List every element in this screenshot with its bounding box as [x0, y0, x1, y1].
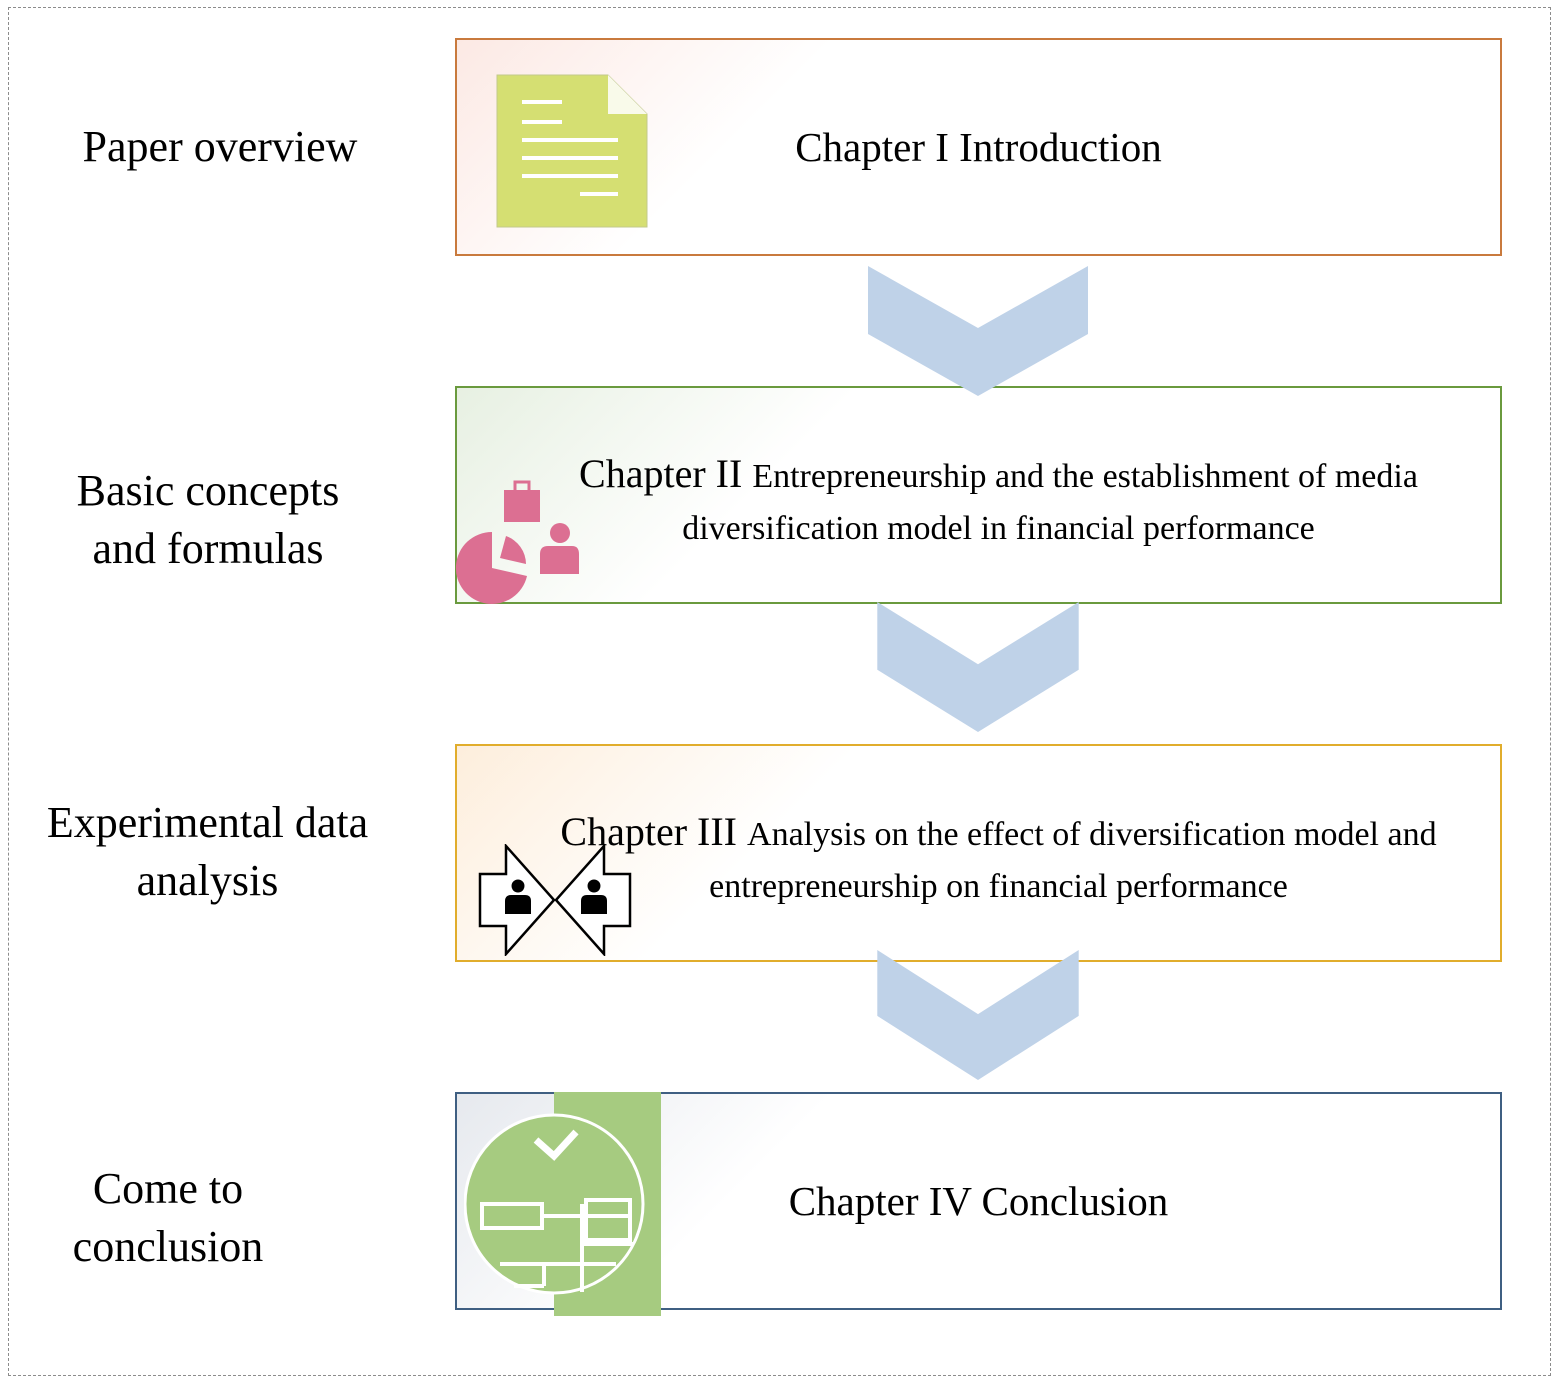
chapter-3-box: Chapter III Analysis on the effect of di…	[455, 744, 1502, 962]
chapter-2-box: Chapter II Entrepreneurship and the esta…	[455, 386, 1502, 604]
chapter-3-lead: Chapter III	[560, 809, 748, 854]
chapter-1-text: Chapter I Introduction	[795, 124, 1162, 170]
document-icon	[496, 74, 648, 228]
down-arrow-3	[877, 950, 1079, 1080]
diagram-frame	[8, 7, 1551, 1376]
down-arrow-2	[877, 602, 1079, 732]
stage-label-experimental-analysis: Experimental data analysis	[46, 798, 369, 905]
stage-label-basic-concepts: Basic concepts and formulas	[76, 466, 340, 573]
chapter-3-line1: Analysis on the effect of diversificatio…	[747, 816, 1437, 853]
chapter-4-text: Chapter IV Conclusion	[788, 1178, 1169, 1224]
chapter-2-line1: Entrepreneurship and the establishment o…	[752, 458, 1418, 495]
chapter-2-text: Chapter II Entrepreneurship and the esta…	[527, 448, 1470, 555]
checklist-conclusion-icon	[464, 1092, 661, 1316]
chapter-2-lead: Chapter II	[579, 451, 753, 496]
down-arrow-1	[868, 266, 1088, 396]
chapter-3-line2: entrepreneurship on financial performanc…	[709, 868, 1288, 905]
business-chart-person-icon	[455, 480, 579, 604]
chapter-2-line2: diversification model in financial perfo…	[682, 510, 1315, 547]
people-exchange-icon	[478, 844, 632, 956]
chapter-3-text: Chapter III Analysis on the effect of di…	[517, 806, 1480, 913]
stage-label-paper-overview: Paper overview	[82, 122, 358, 171]
stage-label-conclusion: Come to conclusion	[72, 1164, 264, 1271]
